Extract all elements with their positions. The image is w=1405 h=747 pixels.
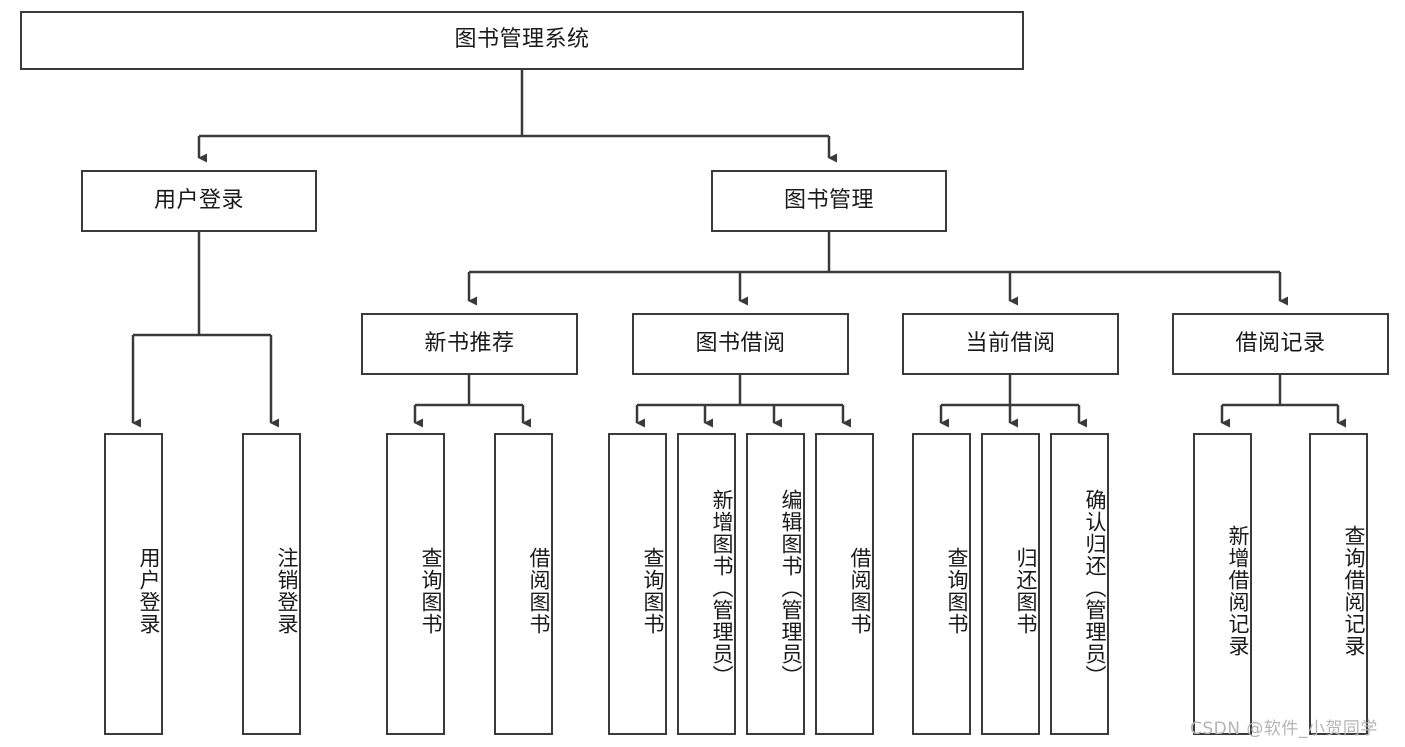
node-label: 用户登录 xyxy=(153,187,244,213)
node-label: 当前借阅 xyxy=(965,330,1056,356)
node-label: 查询借阅记录 xyxy=(1342,525,1366,657)
leaf-edit-book-admin[interactable]: 编辑图书（管理员） xyxy=(746,433,805,735)
leaf-query-book-recommend[interactable]: 查询图书 xyxy=(386,433,445,735)
node-user-login[interactable]: 用户登录 xyxy=(81,170,317,232)
node-new-book-recommend[interactable]: 新书推荐 xyxy=(361,313,578,375)
node-label: 用户登录 xyxy=(137,547,161,635)
node-label: 查询图书 xyxy=(945,547,969,635)
node-label: 注销登录 xyxy=(275,547,299,635)
node-label: 新增图书（管理员） xyxy=(710,489,734,687)
node-label: 借阅记录 xyxy=(1235,330,1326,356)
leaf-query-borrow-record[interactable]: 查询借阅记录 xyxy=(1309,433,1368,735)
node-label: 借阅图书 xyxy=(848,547,872,635)
node-current-borrow[interactable]: 当前借阅 xyxy=(902,313,1119,375)
node-book-manage[interactable]: 图书管理 xyxy=(711,170,947,232)
leaf-query-book-current[interactable]: 查询图书 xyxy=(912,433,971,735)
node-label: 查询图书 xyxy=(641,547,665,635)
node-label: 图书管理 xyxy=(783,187,874,213)
node-borrow-record[interactable]: 借阅记录 xyxy=(1172,313,1389,375)
node-label: 新书推荐 xyxy=(424,330,515,356)
node-label: 归还图书 xyxy=(1014,547,1038,635)
node-label: 新增借阅记录 xyxy=(1226,525,1250,657)
leaf-borrow-book[interactable]: 借阅图书 xyxy=(815,433,874,735)
node-label: 图书管理系统 xyxy=(454,27,590,53)
leaf-add-borrow-record[interactable]: 新增借阅记录 xyxy=(1193,433,1252,735)
node-label: 借阅图书 xyxy=(527,547,551,635)
csdn-watermark: CSDN @软件_小贺同学 xyxy=(1190,719,1378,739)
node-label: 图书借阅 xyxy=(695,330,786,356)
node-label: 确认归还（管理员） xyxy=(1083,489,1107,687)
leaf-logout-login[interactable]: 注销登录 xyxy=(242,433,301,735)
leaf-user-login[interactable]: 用户登录 xyxy=(104,433,163,735)
leaf-borrow-book-recommend[interactable]: 借阅图书 xyxy=(494,433,553,735)
node-label: 查询图书 xyxy=(419,547,443,635)
node-label: 编辑图书（管理员） xyxy=(779,489,803,687)
node-book-borrow[interactable]: 图书借阅 xyxy=(632,313,849,375)
node-root-system[interactable]: 图书管理系统 xyxy=(20,11,1024,70)
leaf-return-book[interactable]: 归还图书 xyxy=(981,433,1040,735)
leaf-confirm-return-admin[interactable]: 确认归还（管理员） xyxy=(1050,433,1109,735)
leaf-query-book-borrow[interactable]: 查询图书 xyxy=(608,433,667,735)
leaf-add-book-admin[interactable]: 新增图书（管理员） xyxy=(677,433,736,735)
